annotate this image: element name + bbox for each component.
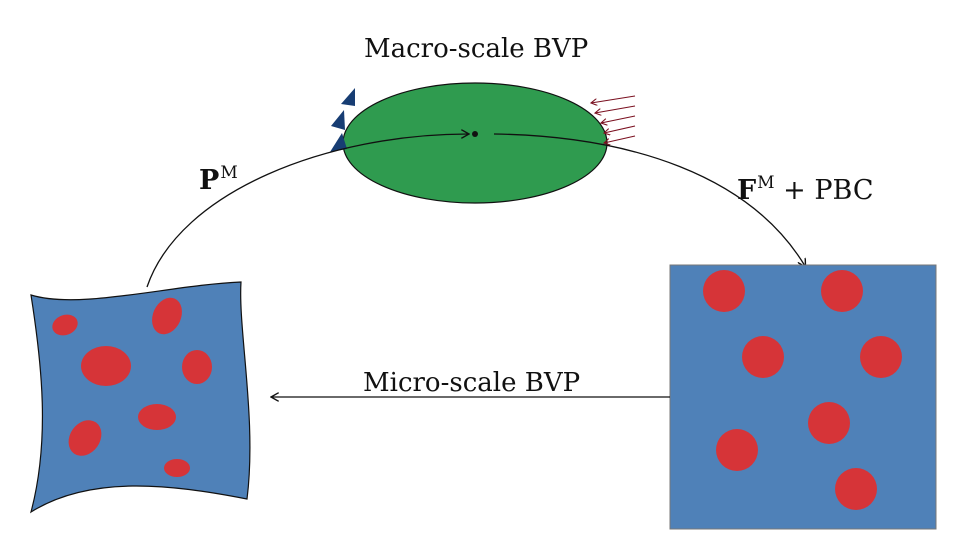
deformed-inclusion	[152, 297, 182, 335]
reference-inclusion	[742, 336, 784, 378]
macro-supports	[330, 88, 355, 152]
traction-arrow	[604, 135, 636, 143]
reference-inclusion	[835, 468, 877, 510]
reference-inclusion	[716, 429, 758, 471]
reference-inclusions	[703, 270, 902, 510]
reference-inclusion	[703, 270, 745, 312]
boundary-condition-text: + PBC	[774, 175, 874, 206]
deformed-inclusion	[52, 314, 78, 336]
deformed-inclusion	[164, 459, 190, 477]
deformation-gradient-label: FM + PBC	[737, 175, 874, 206]
reference-inclusion	[860, 336, 902, 378]
deformed-inclusion	[138, 404, 176, 430]
deformed-inclusion	[182, 350, 212, 384]
traction-arrow	[601, 115, 636, 123]
deformation-gradient-symbol: F	[737, 175, 757, 206]
deformed-inclusion	[81, 346, 131, 386]
material-point	[472, 131, 478, 137]
traction-arrow	[595, 105, 636, 113]
support-triangle	[341, 88, 355, 106]
micro-scale-title: Micro-scale BVP	[363, 368, 581, 398]
reference-inclusion	[821, 270, 863, 312]
traction-arrow	[591, 95, 636, 103]
localization-arrow	[493, 133, 805, 266]
macro-body	[342, 82, 608, 204]
support-triangle	[331, 110, 345, 130]
macro-scale-title: Macro-scale BVP	[364, 34, 589, 64]
first-piola-symbol: P	[199, 165, 220, 196]
first-piola-label: PM	[199, 165, 238, 196]
traction-arrows	[591, 95, 636, 143]
first-piola-superscript: M	[220, 163, 238, 183]
homogenization-arrow	[146, 134, 468, 288]
traction-arrow	[604, 125, 636, 133]
deformation-gradient-superscript: M	[757, 173, 775, 193]
reference-inclusion	[808, 402, 850, 444]
deformed-inclusions	[52, 297, 212, 477]
support-triangle	[330, 133, 347, 152]
deformed-inclusion	[68, 420, 102, 456]
